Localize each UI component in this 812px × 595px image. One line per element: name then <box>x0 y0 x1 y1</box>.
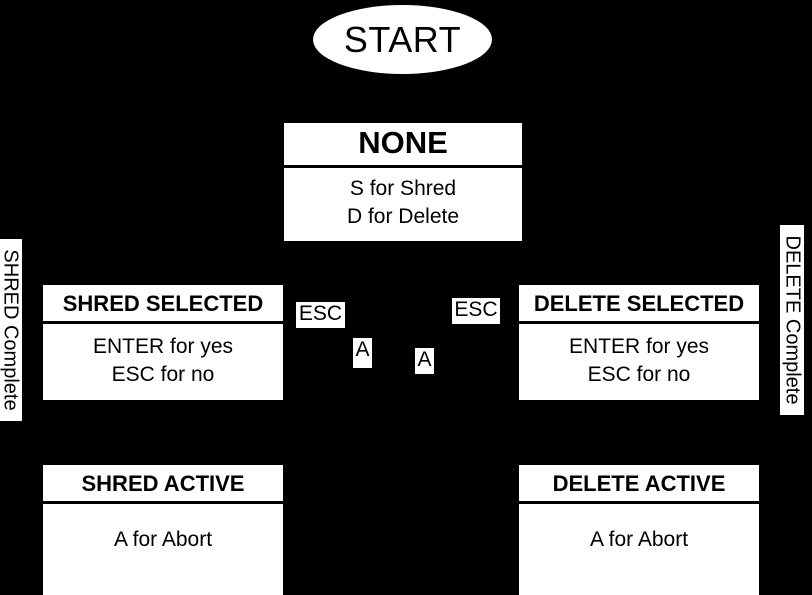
state-none-title: NONE <box>284 123 522 168</box>
start-node-label: START <box>343 18 462 60</box>
state-none[interactable]: NONE S for Shred D for Delete <box>284 123 522 241</box>
side-label-delete-complete: DELETE Complete <box>780 225 804 415</box>
state-shred-active-body-line-1: A for Abort <box>113 527 213 551</box>
side-label-delete-complete-text: DELETE Complete <box>781 235 803 405</box>
side-label-shred-complete-text: SHRED Complete <box>0 249 23 411</box>
state-delete-selected-body-line-2: ESC for no <box>587 362 691 386</box>
state-shred-active-body: A for Abort <box>43 504 283 595</box>
state-delete-active-title: DELETE ACTIVE <box>519 465 759 504</box>
state-shred-selected[interactable]: SHRED SELECTED ENTER for yes ESC for no <box>43 285 283 400</box>
state-delete-active-body: A for Abort <box>519 504 759 595</box>
state-delete-selected[interactable]: DELETE SELECTED ENTER for yes ESC for no <box>519 285 759 400</box>
state-delete-active[interactable]: DELETE ACTIVE A for Abort <box>519 465 759 595</box>
state-shred-selected-body: ENTER for yes ESC for no <box>43 324 283 400</box>
state-delete-active-body-line-1: A for Abort <box>589 527 689 551</box>
state-none-body-line-1: S for Shred <box>349 176 457 200</box>
edge-label-esc-delete: ESC <box>452 298 500 324</box>
state-delete-selected-body-line-1: ENTER for yes <box>568 334 710 358</box>
state-shred-selected-title: SHRED SELECTED <box>43 285 283 324</box>
state-delete-selected-body: ENTER for yes ESC for no <box>519 324 759 400</box>
state-shred-active[interactable]: SHRED ACTIVE A for Abort <box>43 465 283 595</box>
state-shred-selected-body-line-2: ESC for no <box>111 362 215 386</box>
state-shred-selected-body-line-1: ENTER for yes <box>92 334 234 358</box>
edge-label-abort-shred: A <box>353 338 372 368</box>
state-none-body-line-2: D for Delete <box>346 205 460 229</box>
side-label-shred-complete: SHRED Complete <box>0 239 22 421</box>
state-delete-selected-title: DELETE SELECTED <box>519 285 759 324</box>
state-none-body: S for Shred D for Delete <box>284 168 522 241</box>
start-node[interactable]: START <box>313 5 492 74</box>
edge-label-abort-delete: A <box>415 348 434 374</box>
edge-label-esc-shred: ESC <box>296 302 345 328</box>
state-diagram-canvas: START NONE S for Shred D for Delete SHRE… <box>0 5 804 595</box>
state-shred-active-title: SHRED ACTIVE <box>43 465 283 504</box>
